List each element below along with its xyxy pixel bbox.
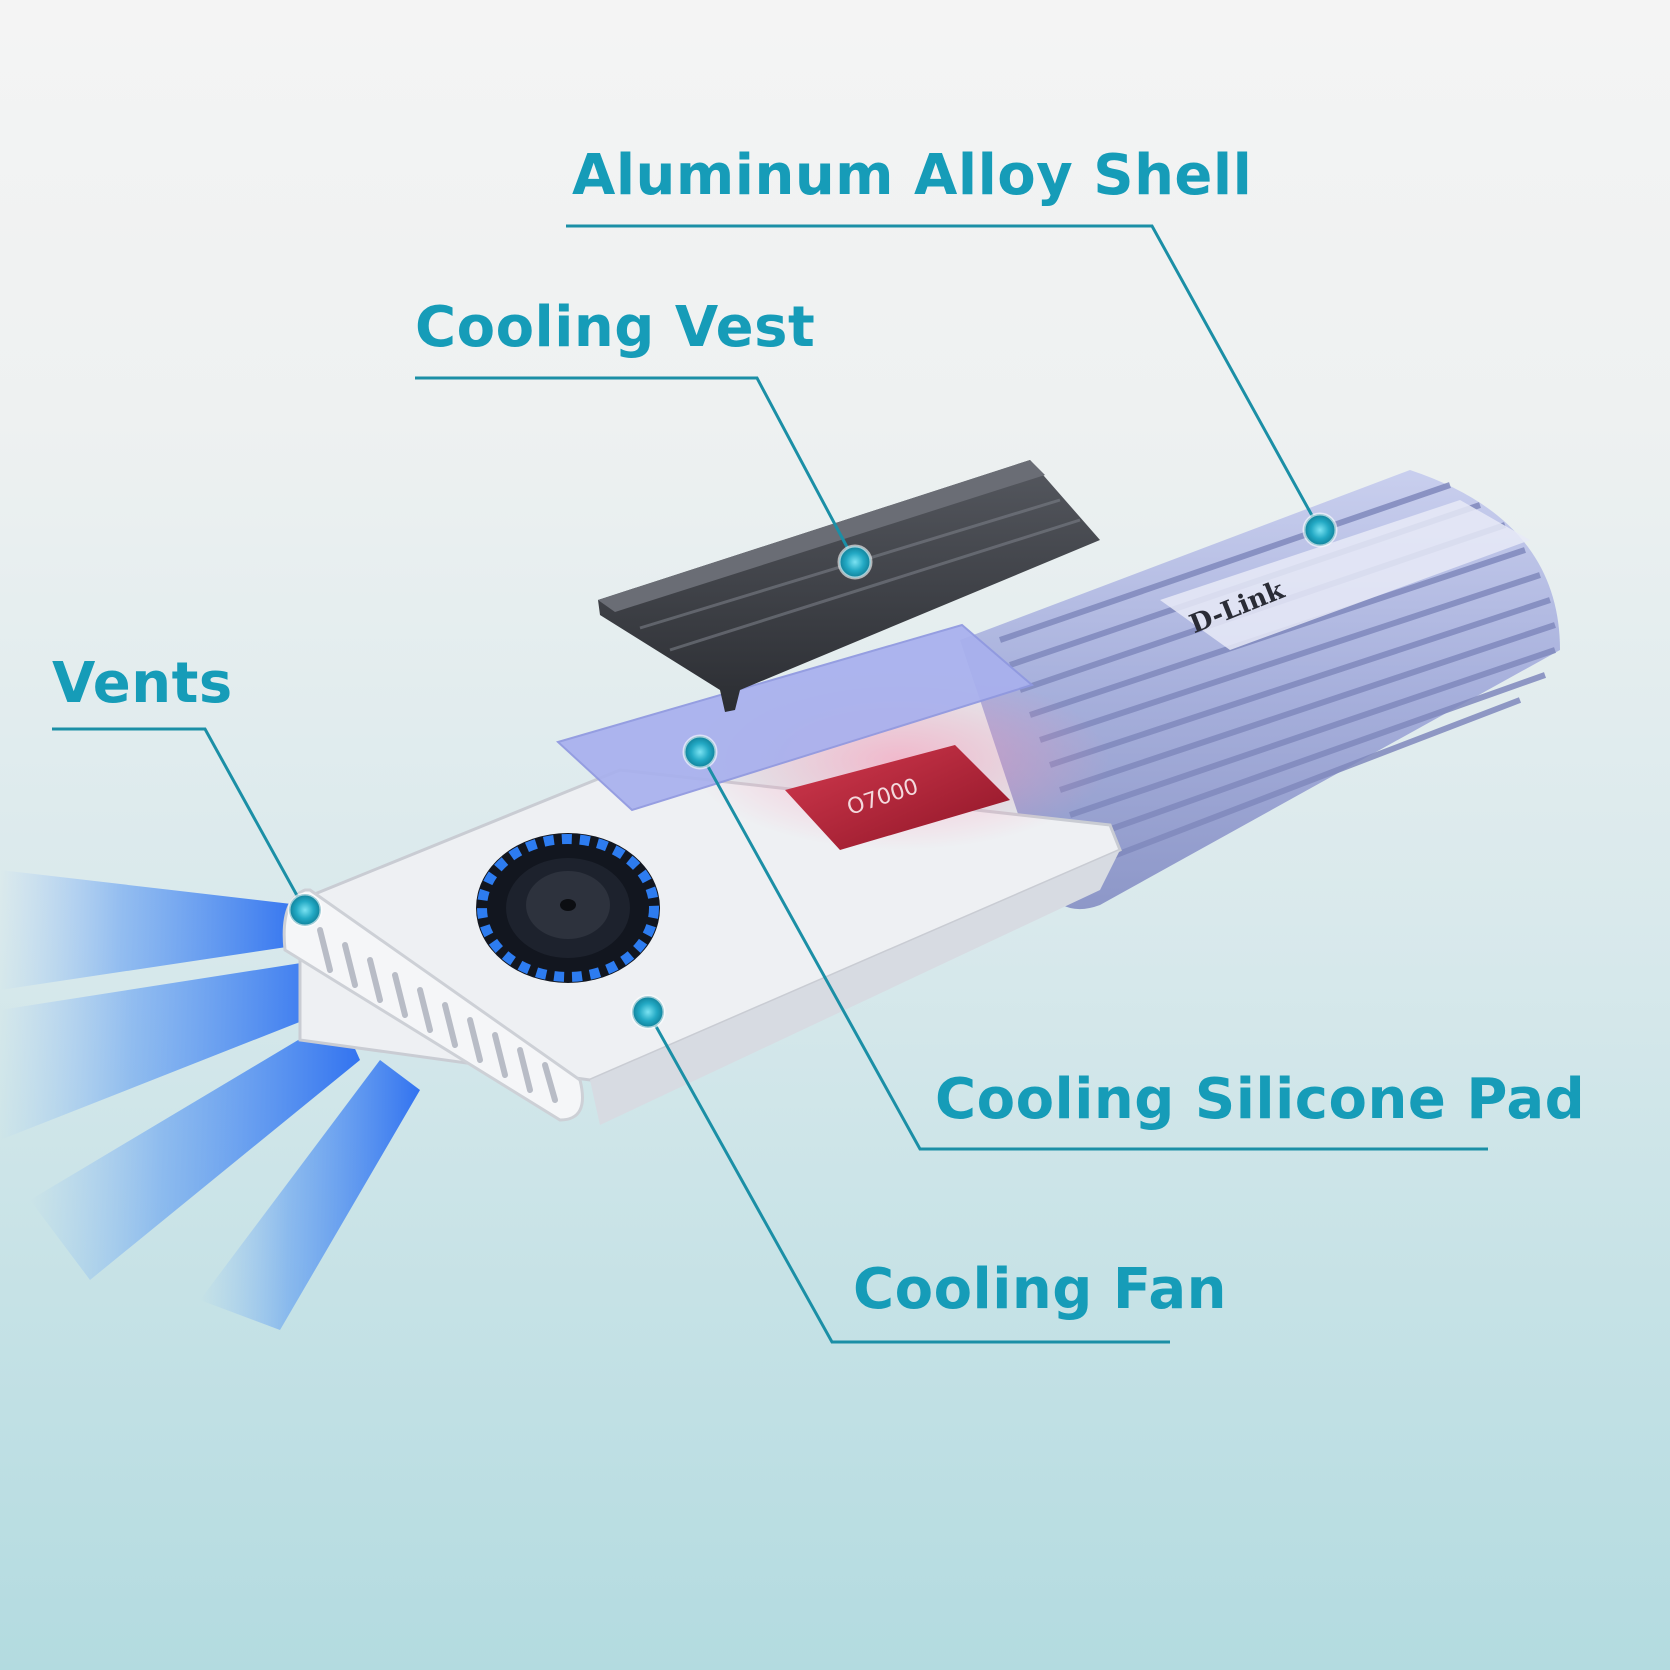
cooling-fan	[476, 833, 660, 983]
ssd-drive: O7000	[785, 745, 1010, 850]
marker-shell	[1302, 512, 1338, 548]
marker-fan	[630, 994, 666, 1030]
marker-vest	[837, 544, 873, 580]
cooling-vest	[598, 460, 1100, 712]
callout-line-pad	[698, 751, 1488, 1151]
aluminum-shell: D-Link	[960, 470, 1560, 910]
marker-vents	[287, 892, 323, 928]
callout-line-fan	[646, 1011, 1170, 1344]
label-cooling-vest: Cooling Vest	[415, 295, 816, 360]
label-cooling-silicone-pad: Cooling Silicone Pad	[935, 1067, 1586, 1132]
label-cooling-fan: Cooling Fan	[853, 1257, 1228, 1322]
marker-pad	[682, 734, 718, 770]
callout-line-vents	[52, 727, 307, 911]
label-aluminum-alloy-shell: Aluminum Alloy Shell	[572, 143, 1253, 208]
callout-line-shell	[566, 224, 1322, 531]
vent-cap	[282, 888, 584, 1122]
callout-markers	[287, 512, 1338, 1030]
airflow-beams	[0, 870, 420, 1330]
callout-line-vest	[415, 376, 857, 563]
silicone-pad	[556, 623, 1035, 812]
label-vents: Vents	[52, 651, 233, 716]
